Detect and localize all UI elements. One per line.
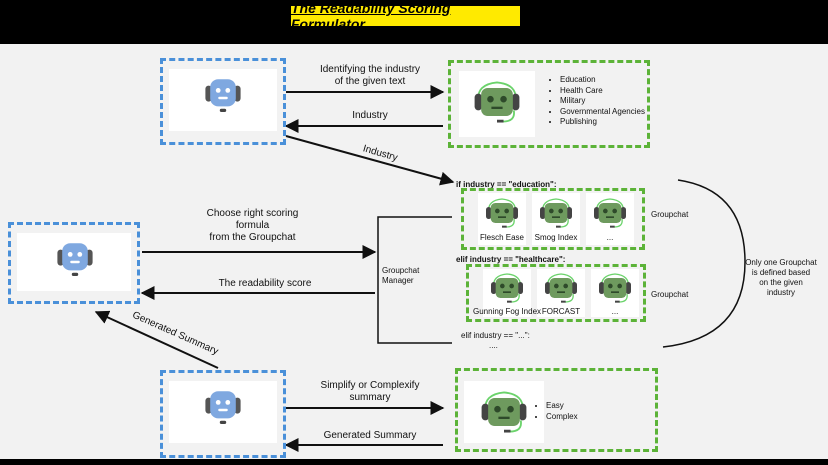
- agent-card: [478, 193, 526, 245]
- education-groupchat: Flesch Ease Smog Index ...: [461, 188, 645, 250]
- green-robot-icon: [469, 77, 525, 127]
- condition-other: elif industry == "...":: [461, 331, 530, 340]
- summary-agent: [160, 370, 286, 458]
- agent-card: [532, 193, 580, 245]
- green-robot-icon: [476, 387, 532, 437]
- list-item: Easy: [546, 401, 606, 412]
- list-item: Governmental Agencies: [560, 107, 670, 118]
- edge-label-generated-summary: Generated Summary: [323, 430, 417, 441]
- complexity-agent: Easy Complex: [455, 368, 658, 452]
- agent-label: Gunning Fog Index: [472, 307, 542, 316]
- formulator-agent: [8, 222, 140, 304]
- blue-robot-icon: [199, 75, 247, 117]
- green-robot-icon: [541, 271, 581, 305]
- list-item: Publishing: [560, 117, 670, 128]
- list-item: Complex: [546, 412, 606, 423]
- agent-card: [586, 193, 634, 245]
- agent-label: Flesch Ease: [479, 233, 525, 242]
- edge-label-identify: Identifying the industry of the given te…: [319, 64, 421, 87]
- title-banner: The Readability Scoring Formulator: [291, 0, 520, 32]
- blue-robot-icon: [51, 239, 99, 281]
- groupchat-label: Groupchat: [651, 210, 689, 219]
- edge-label-score: The readability score: [218, 278, 312, 289]
- green-robot-icon: [536, 195, 576, 231]
- edge-label-industry: Industry: [352, 110, 388, 121]
- industry-classifier-agent: Education Health Care Military Governmen…: [448, 60, 650, 148]
- green-robot-icon: [590, 195, 630, 231]
- condition-education: if industry == "education":: [456, 180, 557, 189]
- robot-card: [169, 69, 277, 131]
- robot-card: [464, 381, 544, 443]
- green-robot-icon: [482, 195, 522, 231]
- groupchat-label: Groupchat: [651, 290, 689, 299]
- green-robot-icon: [487, 271, 527, 305]
- list-item: Military: [560, 96, 670, 107]
- robot-card: [459, 71, 535, 137]
- agent-label: Smog Index: [534, 233, 578, 242]
- robot-card: [17, 233, 131, 291]
- robot-card: [169, 381, 277, 443]
- agent-card: [591, 269, 639, 317]
- complexity-options: Easy Complex: [534, 401, 606, 422]
- edge-label-choose: Choose right scoring formula from the Gr…: [206, 208, 299, 243]
- industry-list: Education Health Care Military Governmen…: [548, 75, 670, 128]
- agent-label: FORCAST: [541, 307, 581, 316]
- single-groupchat-note: Only one Groupchat is defined based on t…: [745, 258, 817, 297]
- healthcare-groupchat: Gunning Fog Index FORCAST ...: [466, 264, 646, 322]
- condition-healthcare: elif industry == "healthcare":: [456, 255, 566, 264]
- agent-card: [483, 269, 531, 317]
- condition-ellipsis: ....: [489, 341, 498, 350]
- agent-label: ...: [611, 307, 619, 316]
- agent-label: ...: [606, 233, 614, 242]
- list-item: Health Care: [560, 86, 670, 97]
- list-item: Education: [560, 75, 670, 86]
- industry-identifier-agent: [160, 58, 286, 145]
- blue-robot-icon: [199, 387, 247, 429]
- groupchat-manager-label: Groupchat Manager: [382, 266, 420, 285]
- page-title: The Readability Scoring Formulator: [291, 0, 451, 32]
- edge-label-simplify: Simplify or Complexify summary: [320, 380, 420, 403]
- green-robot-icon: [595, 271, 635, 305]
- agent-card: [537, 269, 585, 317]
